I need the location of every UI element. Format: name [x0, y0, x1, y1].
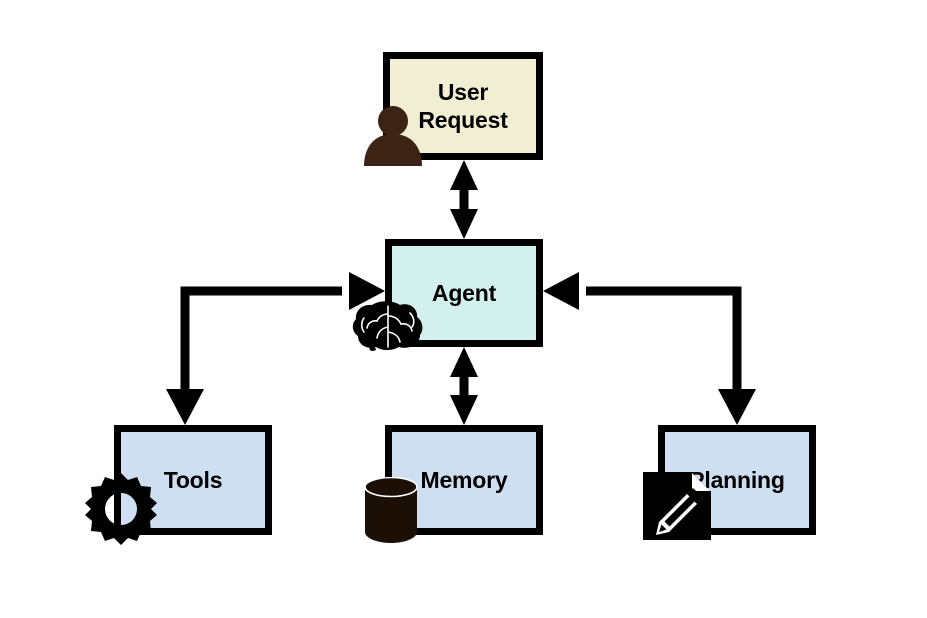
node-user-request-label: User Request [418, 78, 508, 133]
node-planning-label: Planning [689, 466, 785, 493]
edge-agent-planning [543, 272, 756, 425]
edge-user-request-agent [450, 160, 478, 239]
node-user-request[interactable]: User Request [383, 52, 543, 160]
node-planning[interactable]: Planning [658, 425, 816, 535]
edge-agent-memory [450, 347, 478, 425]
node-memory[interactable]: Memory [385, 425, 543, 535]
edge-agent-tools [166, 272, 385, 425]
node-tools-label: Tools [163, 466, 223, 493]
node-agent-label: Agent [431, 279, 497, 306]
node-memory-label: Memory [420, 466, 508, 493]
node-tools[interactable]: Tools [114, 425, 272, 535]
node-agent[interactable]: Agent [385, 239, 543, 347]
